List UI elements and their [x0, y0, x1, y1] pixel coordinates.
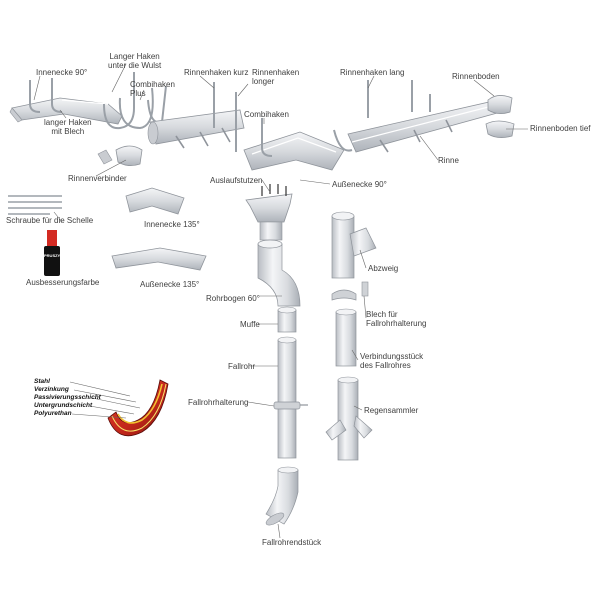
rinnenverbinder-part — [97, 145, 143, 166]
label-verbindungsstueck: Verbindungsstück des Fallrohres — [360, 352, 423, 370]
muffe-part — [277, 306, 297, 333]
rinne-part — [347, 99, 509, 153]
label-ausbesserungsfarbe: Ausbesserungsfarbe — [26, 278, 100, 287]
label-langer-haken-wulst-line2: unter die Wulst — [108, 61, 162, 70]
label-rinnenhaken-lang: Rinnenhaken lang — [340, 68, 405, 77]
label-fallrohrhalterung: Fallrohrhalterung — [188, 398, 249, 407]
aussenecke-135-part — [111, 247, 207, 271]
label-rohrbogen-60: Rohrbogen 60° — [206, 294, 260, 303]
label-rinnenhaken-longer-line2: longer — [252, 77, 275, 86]
label-combihaken-plus-line1: Combihaken — [130, 80, 175, 89]
label-innenecke-90: Innenecke 90° — [36, 68, 88, 77]
layer-label-passivierungsschicht: Passivierungsschicht — [34, 394, 101, 401]
label-blech-fallrohrhalterung-line2: Fallrohrhalterung — [366, 319, 427, 328]
label-rinnenboden: Rinnenboden — [452, 72, 500, 81]
langer-haken-part — [29, 72, 167, 130]
label-rinnenboden-tief: Rinnenboden tief — [530, 124, 591, 133]
label-verbindungsstueck-line1: Verbindungsstück — [360, 352, 424, 361]
label-langer-haken-wulst: Langer Haken unter die Wulst — [108, 52, 161, 70]
auslaufstutzen-part — [245, 184, 293, 241]
innenecke-135-part — [125, 187, 185, 215]
rinnenhaken-part — [213, 80, 431, 152]
layer-label-untergrundschicht: Untergrundschicht — [34, 402, 93, 409]
innenecke-90-part — [9, 97, 123, 125]
label-combihaken: Combihaken — [244, 110, 289, 119]
label-verbindungsstueck-line2: des Fallrohres — [360, 361, 411, 370]
fallrohr-part — [277, 336, 297, 459]
layer-cross-section — [107, 379, 169, 437]
bottle-brand-text: PRUSZYNSKI — [44, 253, 70, 258]
abzweig-part — [331, 211, 377, 279]
rohrbogen-60-part — [257, 239, 301, 307]
label-innenecke-135: Innenecke 135° — [144, 220, 200, 229]
layer-label-polyurethan: Polyurethan — [34, 410, 72, 417]
regensammler-part — [325, 376, 373, 461]
label-langer-haken-blech: langer Haken mit Blech — [44, 118, 92, 136]
leader-lines — [33, 63, 528, 539]
label-aussenecke-135: Außenecke 135° — [140, 280, 200, 289]
label-aussenecke-90: Außenecke 90° — [332, 180, 387, 189]
blech-fallrohrhalterung-part — [331, 281, 369, 301]
label-combihaken-plus-line2: Plus — [130, 89, 146, 98]
verbindungsstueck-part — [335, 308, 357, 367]
aussenecke-90-part — [243, 131, 345, 171]
ausbesserungsfarbe-part — [44, 230, 60, 276]
label-rinnenhaken-longer: Rinnenhaken longer — [252, 68, 299, 86]
label-rinnenhaken-longer-line1: Rinnenhaken — [252, 68, 300, 77]
label-rinnenhaken-kurz: Rinnenhaken kurz — [184, 68, 249, 77]
layer-label-verzinkung: Verzinkung — [34, 386, 69, 393]
label-schraube-schelle: Schraube für die Schelle — [6, 216, 94, 225]
rinnenboden-part — [487, 95, 513, 114]
label-auslaufstutzen: Auslaufstutzen — [210, 176, 263, 185]
label-muffe: Muffe — [240, 320, 260, 329]
label-blech-fallrohrhalterung: Blech für Fallrohrhalterung — [366, 310, 426, 328]
label-combihaken-plus: Combihaken Plus — [130, 80, 175, 98]
label-abzweig: Abzweig — [368, 264, 399, 273]
schraube-part — [8, 195, 62, 215]
combihaken-part — [261, 118, 353, 157]
label-regensammler: Regensammler — [364, 406, 419, 415]
label-rinne: Rinne — [438, 156, 459, 165]
label-blech-fallrohrhalterung-line1: Blech für — [366, 310, 398, 319]
layer-label-stahl: Stahl — [34, 378, 50, 385]
label-fallrohr: Fallrohr — [228, 362, 256, 371]
label-fallrohrendstueck: Fallrohrendstück — [262, 538, 322, 547]
rinnenboden-tief-part — [485, 120, 515, 138]
fallrohrhalterung-part — [273, 401, 308, 410]
fallrohrendstueck-part — [265, 466, 299, 526]
label-rinnenverbinder: Rinnenverbinder — [68, 174, 127, 183]
label-langer-haken-blech-line1: langer Haken — [44, 118, 92, 127]
gutter-middle-part — [147, 109, 245, 149]
label-langer-haken-wulst-line1: Langer Haken — [109, 52, 160, 61]
label-langer-haken-blech-line2: mit Blech — [51, 127, 85, 136]
